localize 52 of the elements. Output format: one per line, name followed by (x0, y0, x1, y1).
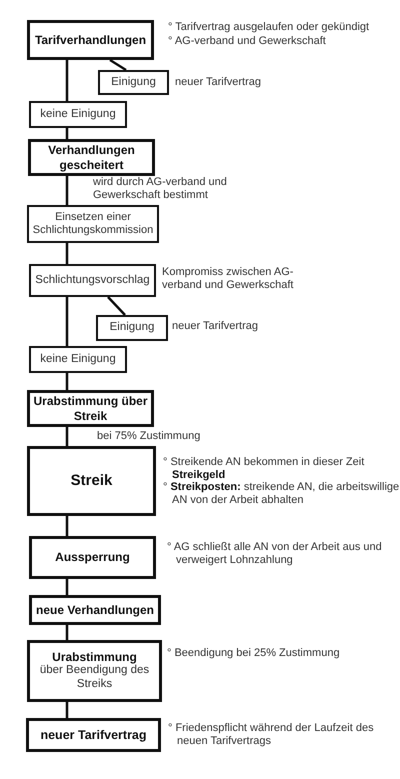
note-text: ° Tarifvertrag ausgelaufen oder gekündigt (168, 21, 370, 34)
box-label: keine Einigung (40, 108, 116, 122)
note-text: ° Streikposten: streikende AN, die arbeitswillige AN von der Arbeit abhalten (163, 481, 400, 508)
connector-line (66, 297, 68, 346)
box-label: keine Einigung (40, 352, 116, 366)
note-text: ° AG schließt alle AN von der Arbeit aus und verweigert Lohnzahlung (167, 541, 383, 568)
connector-line (66, 243, 68, 264)
note-text: neuer Tarifvertrag (172, 320, 260, 334)
connector-line (107, 296, 126, 316)
connector-line (66, 128, 68, 139)
process-box (27, 20, 154, 60)
note-text: neuer Tarifvertrag (175, 76, 262, 90)
box-label: Urabstimmung über Streik (33, 394, 148, 423)
box-label: Einigung (110, 321, 154, 335)
box-label: Streik (70, 472, 112, 490)
connector-line (66, 702, 68, 718)
box-label: Einsetzen einer Schlichtungskommission (32, 210, 154, 238)
box-label: über Beendigung des Streiks (38, 664, 150, 692)
connector-line (66, 579, 68, 595)
connector-line (109, 58, 127, 72)
note-text: Kompromiss zwischen AG-verband und Gewerkschaft (162, 266, 294, 293)
process-box (29, 346, 127, 373)
box-label: neuer Tarifvertrag (40, 728, 147, 742)
connector-line (66, 516, 68, 536)
connector-line (66, 373, 68, 390)
process-box (29, 595, 161, 625)
box-label: neue Verhandlungen (36, 602, 154, 618)
process-box (96, 315, 168, 341)
connector-line (66, 176, 68, 205)
process-box (27, 640, 162, 702)
process-box (29, 264, 156, 297)
process-box (27, 205, 159, 243)
process-box (26, 718, 161, 752)
process-box (29, 101, 127, 128)
box-label: Aussperrung (55, 550, 130, 565)
box-label: Urabstimmung (52, 650, 137, 664)
note-text: ° AG-verband und Gewerkschaft (168, 35, 327, 48)
note-text: ° Beendigung bei 25% Zustimmung (167, 647, 341, 660)
process-box (28, 139, 155, 176)
box-label: Schlichtungsvorschlag (35, 274, 150, 288)
connector-line (66, 60, 68, 101)
process-box (29, 536, 156, 579)
box-label: Tarifverhandlungen (34, 32, 146, 48)
connector-line (66, 427, 68, 446)
connector-line (66, 625, 68, 640)
process-box (27, 390, 154, 427)
box-label: Verhandlungen gescheitert (47, 143, 136, 172)
note-text: ° Friedenspflicht während der Laufzeit des neuen Tarifvertrags (168, 722, 375, 749)
box-label: Einigung (111, 76, 156, 90)
process-box (27, 446, 156, 516)
process-box (98, 70, 169, 95)
note-text: ° Streikende AN bekommen in dieser Zeit Streikgeld (163, 456, 366, 482)
